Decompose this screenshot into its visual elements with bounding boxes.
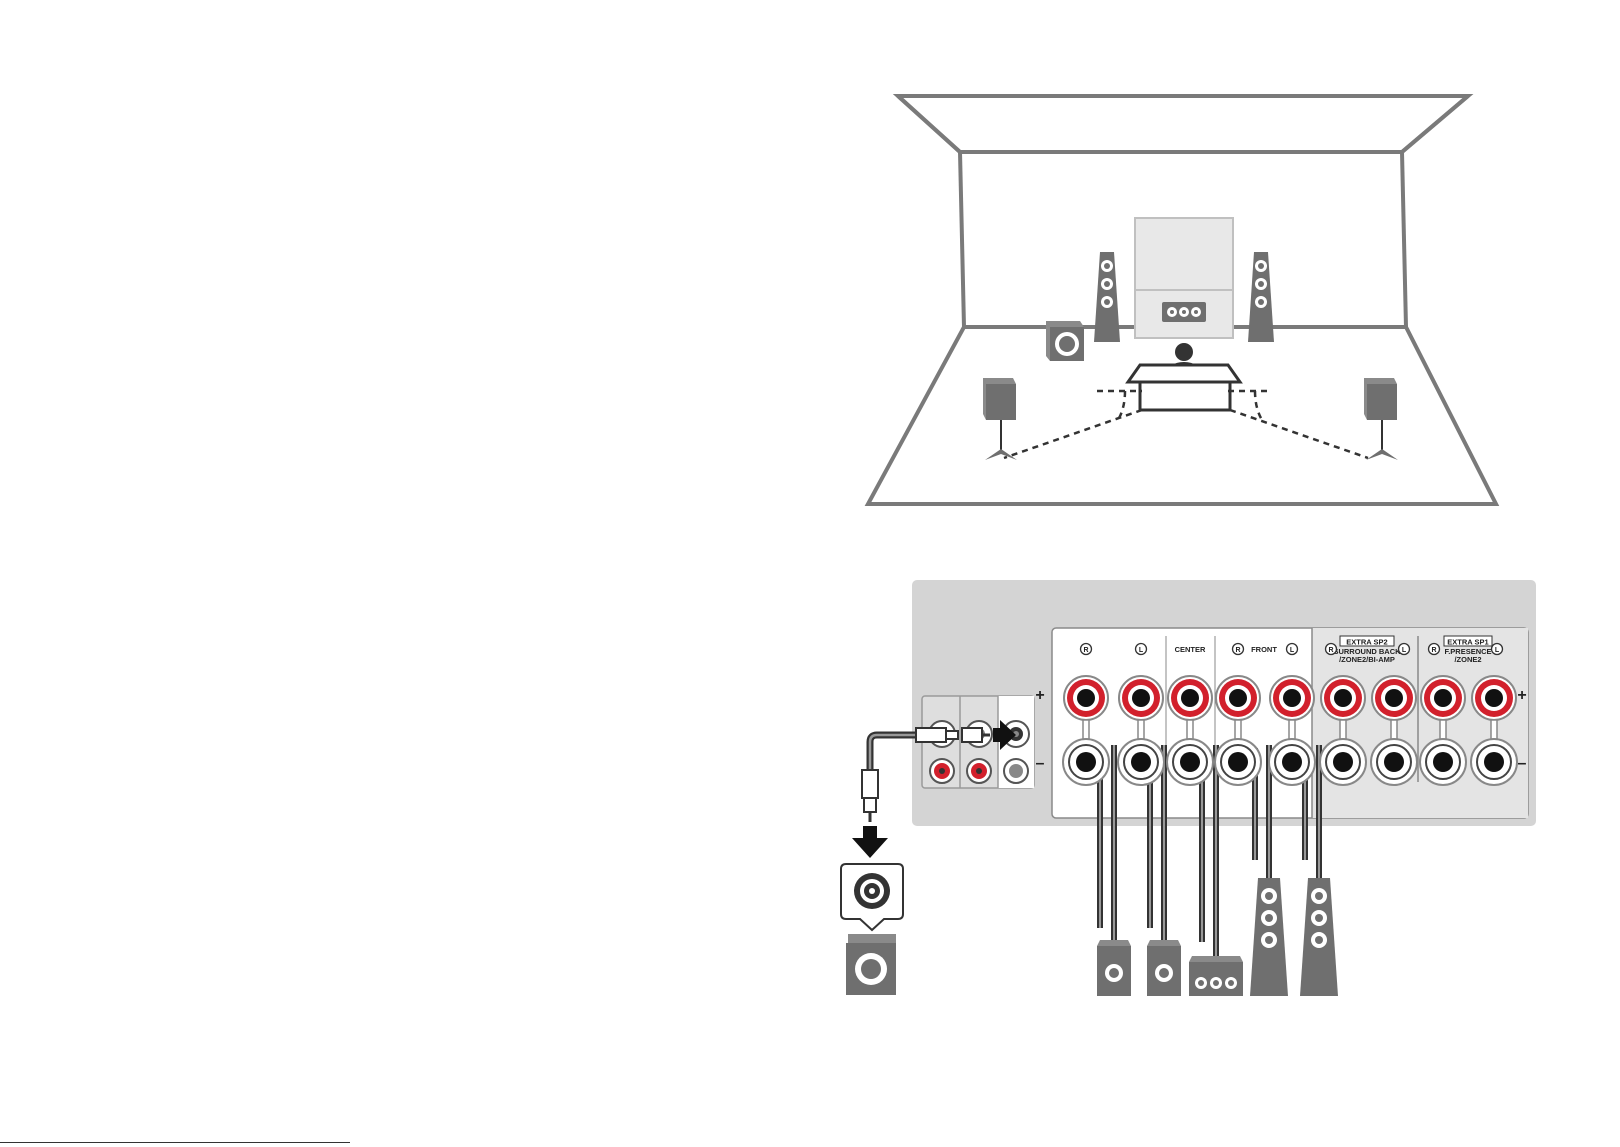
minus-sign-right: – bbox=[1518, 755, 1527, 772]
red-plus-terminal-9 bbox=[1472, 676, 1516, 720]
plus-sign-right: + bbox=[1517, 687, 1526, 704]
footnote-rule bbox=[0, 1142, 350, 1143]
channel-label-r1-text: R bbox=[1083, 647, 1088, 654]
subwoofer-icon bbox=[1046, 321, 1084, 361]
channel-label-l2-text: L bbox=[1290, 647, 1295, 654]
front-left-speaker-icon bbox=[1094, 252, 1120, 342]
channel-label-r2: R bbox=[1233, 644, 1244, 655]
red-plus-terminal-4 bbox=[1216, 676, 1260, 720]
red-plus-terminal-8 bbox=[1421, 676, 1465, 720]
channel-label-front-text: FRONT bbox=[1251, 645, 1277, 654]
preout-jack-red-1 bbox=[930, 759, 954, 783]
channel-label-l4-text: L bbox=[1495, 647, 1500, 654]
front-left-speaker-icon bbox=[1300, 878, 1338, 996]
down-arrow-icon bbox=[852, 826, 888, 858]
channel-label-r3: R bbox=[1326, 644, 1337, 655]
channel-label-r4: R bbox=[1429, 644, 1440, 655]
subwoofer-icon bbox=[846, 934, 896, 995]
channel-label-center: CENTER bbox=[1175, 645, 1206, 654]
black-minus-terminal-6 bbox=[1320, 739, 1366, 785]
surround-left-speaker-icon bbox=[1097, 940, 1131, 996]
channel-label-r1: R bbox=[1081, 644, 1092, 655]
red-plus-terminal-7 bbox=[1372, 676, 1416, 720]
extra-sp2-label: EXTRA SP2 SURROUND BACK /ZONE2/BI-AMP bbox=[1333, 636, 1401, 664]
subwoofer-input-callout bbox=[841, 864, 903, 930]
channel-label-l1: L bbox=[1136, 644, 1147, 655]
black-minus-terminal-9 bbox=[1471, 739, 1517, 785]
channel-label-l4: L bbox=[1492, 644, 1503, 655]
channel-label-r2-text: R bbox=[1235, 647, 1240, 654]
surround-right-speaker-icon bbox=[1147, 940, 1181, 996]
minus-sign-left: – bbox=[1036, 755, 1045, 772]
black-minus-terminal-7 bbox=[1371, 739, 1417, 785]
room-layout bbox=[868, 96, 1496, 504]
channel-label-l1-text: L bbox=[1139, 647, 1144, 654]
surround-right-speaker-icon bbox=[1364, 378, 1398, 460]
channel-label-center-text: CENTER bbox=[1175, 645, 1206, 654]
black-minus-terminal-2 bbox=[1118, 739, 1164, 785]
red-plus-terminal-3 bbox=[1168, 676, 1212, 720]
red-plus-terminal-6 bbox=[1321, 676, 1365, 720]
extra-sp2-badge: EXTRA SP2 bbox=[1346, 638, 1387, 647]
plus-sign-left: + bbox=[1035, 687, 1044, 704]
extra-sp1-badge: EXTRA SP1 bbox=[1447, 638, 1488, 647]
red-plus-terminal-1 bbox=[1064, 676, 1108, 720]
sofa bbox=[1128, 365, 1240, 410]
channel-label-r4-text: R bbox=[1431, 647, 1436, 654]
preout-jack-gray bbox=[1004, 759, 1028, 783]
black-minus-terminal-3 bbox=[1167, 739, 1213, 785]
channel-label-l3-text: L bbox=[1402, 647, 1407, 654]
black-minus-terminal-1 bbox=[1063, 739, 1109, 785]
red-plus-terminal-2 bbox=[1119, 676, 1163, 720]
black-minus-terminal-5 bbox=[1269, 739, 1315, 785]
extra-sp1-line2: /ZONE2 bbox=[1454, 655, 1481, 664]
red-plus-terminal-5 bbox=[1270, 676, 1314, 720]
black-minus-terminal-8 bbox=[1420, 739, 1466, 785]
center-speaker-icon bbox=[1189, 956, 1243, 996]
channel-label-r3-text: R bbox=[1328, 647, 1333, 654]
preout-jack-red-2 bbox=[967, 759, 991, 783]
black-minus-terminal-4 bbox=[1215, 739, 1261, 785]
channel-label-front: FRONT bbox=[1251, 645, 1277, 654]
extra-sp2-line2: /ZONE2/BI-AMP bbox=[1339, 655, 1395, 664]
center-speaker-icon bbox=[1162, 302, 1206, 322]
channel-label-l3: L bbox=[1399, 644, 1410, 655]
surround-left-speaker-icon bbox=[983, 378, 1017, 460]
front-right-speaker-icon bbox=[1248, 252, 1274, 342]
channel-label-l2: L bbox=[1287, 644, 1298, 655]
front-right-speaker-icon bbox=[1250, 878, 1288, 996]
